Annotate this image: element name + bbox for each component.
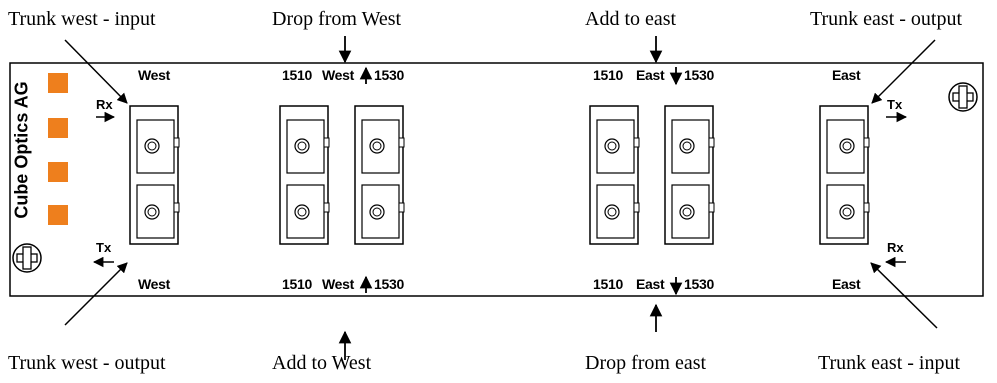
west-bottom-label: West bbox=[138, 276, 170, 292]
mounting-screw-right-icon bbox=[948, 82, 978, 112]
connector-trunk-west bbox=[129, 105, 180, 245]
east-top-1530-label: 1530 bbox=[684, 67, 714, 83]
east-rx-label: Rx bbox=[887, 240, 904, 255]
east-top-name-label: East bbox=[636, 67, 665, 83]
connector-east-1510 bbox=[589, 105, 640, 245]
status-led-2 bbox=[48, 118, 68, 138]
connector-west-1530 bbox=[354, 105, 405, 245]
status-led-3 bbox=[48, 162, 68, 182]
west-tx-label: Tx bbox=[96, 240, 112, 255]
status-led-1 bbox=[48, 73, 68, 93]
callout-trunk-west-output: Trunk west - output bbox=[8, 352, 166, 374]
west-bottom-name-label: West bbox=[322, 276, 354, 292]
connector-west-1510 bbox=[279, 105, 330, 245]
connector-east-1530 bbox=[664, 105, 715, 245]
callout-arrow-trunk-east-output bbox=[871, 39, 936, 104]
east-bottom-1530-label: 1530 bbox=[684, 276, 714, 292]
callout-trunk-east-input: Trunk east - input bbox=[818, 352, 961, 374]
east-bottom-label: East bbox=[832, 276, 861, 292]
west-top-1510-label: 1510 bbox=[282, 67, 312, 83]
callout-arrow-trunk-west-input bbox=[64, 39, 128, 104]
west-rx-label: Rx bbox=[96, 97, 113, 112]
callout-trunk-east-output: Trunk east - output bbox=[810, 8, 963, 30]
west-bottom-1530-label: 1530 bbox=[374, 276, 404, 292]
callout-arrow-trunk-west-output bbox=[64, 262, 128, 326]
callout-drop-from-east: Drop from east bbox=[585, 352, 707, 374]
mounting-screw-left-icon bbox=[12, 243, 42, 273]
west-top-name-label: West bbox=[322, 67, 354, 83]
brand-label: Cube Optics AG bbox=[11, 81, 32, 219]
east-bottom-name-label: East bbox=[636, 276, 665, 292]
callout-trunk-west-input: Trunk west - input bbox=[8, 8, 156, 30]
east-top-1510-label: 1510 bbox=[593, 67, 623, 83]
callout-arrow-trunk-east-input bbox=[870, 262, 938, 329]
east-tx-label: Tx bbox=[887, 97, 903, 112]
west-bottom-1510-label: 1510 bbox=[282, 276, 312, 292]
west-top-label: West bbox=[138, 67, 170, 83]
east-bottom-1510-label: 1510 bbox=[593, 276, 623, 292]
east-top-label: East bbox=[832, 67, 861, 83]
west-top-1530-label: 1530 bbox=[374, 67, 404, 83]
callout-add-to-east: Add to east bbox=[585, 8, 677, 30]
connector-trunk-east bbox=[819, 105, 870, 245]
callout-drop-from-west: Drop from West bbox=[272, 8, 402, 30]
callout-add-to-west: Add to West bbox=[272, 352, 372, 374]
status-led-4 bbox=[48, 205, 68, 225]
